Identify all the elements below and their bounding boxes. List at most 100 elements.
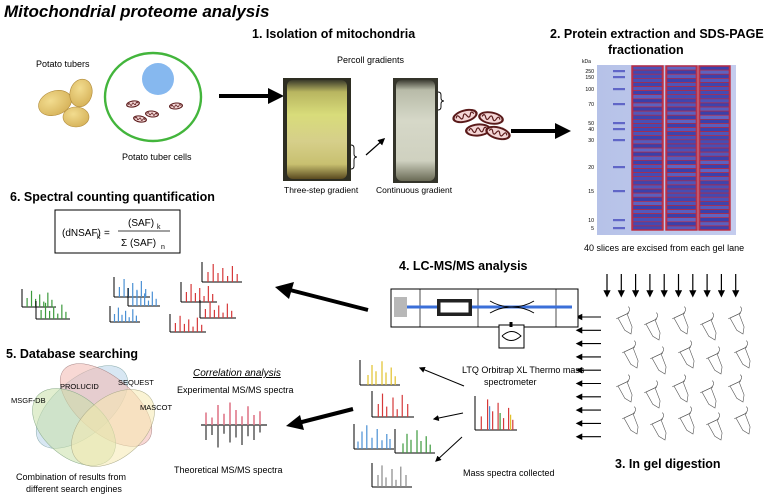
tube-cap (734, 406, 748, 420)
eppendorf-tube-icon (734, 340, 751, 369)
mito-cristae (488, 128, 508, 137)
tube-cap (700, 312, 714, 326)
gel-slice (699, 147, 730, 153)
tube-cap (650, 346, 664, 360)
ms-spectrum-main (474, 396, 517, 431)
arrow-to-quantification (289, 288, 369, 312)
mitochondrion-icon (478, 111, 504, 125)
venn-msgf: MSGF-DB (11, 396, 46, 405)
count-plot-red-4 (169, 314, 206, 333)
gel-slice (699, 188, 730, 194)
tube-cap (616, 306, 630, 320)
tube-cap (672, 374, 686, 388)
mito-cristae (481, 114, 501, 122)
gel-slice (632, 143, 663, 149)
mitochondrion-icon (465, 123, 491, 137)
tube-body (645, 319, 661, 341)
gel-slice (632, 139, 663, 145)
arrow-ms-3 (435, 436, 463, 462)
gel-slice (632, 82, 663, 87)
mitochondrion-icon (133, 115, 147, 123)
tube-cap (644, 380, 658, 394)
correlation-label: Correlation analysis (193, 368, 281, 379)
eppendorf-tube-icon (622, 406, 639, 435)
gel-slice (632, 213, 663, 219)
search-engine-venn (32, 363, 155, 467)
gel-slice (699, 184, 730, 190)
gel-slice (699, 106, 730, 112)
ladder-band (613, 103, 625, 106)
gel-slice (699, 98, 730, 104)
ms-spectrum-red (371, 391, 414, 418)
eppendorf-tube-icon (706, 346, 723, 375)
gel-slice (699, 196, 730, 202)
gel-slice (632, 114, 663, 120)
ladder-band (613, 190, 625, 193)
digest-left-arrows (575, 313, 601, 441)
gel-slice (666, 168, 697, 173)
eppendorf-tube-icon (734, 406, 751, 435)
gel-slice (666, 127, 697, 132)
gel-slice (699, 168, 730, 173)
gel-slice (632, 123, 663, 128)
gel-slice (666, 164, 697, 169)
eppendorf-tube-icon (706, 412, 723, 441)
gel-slice (699, 73, 730, 79)
gel-slice (666, 155, 697, 161)
tube-body (679, 413, 695, 435)
mass-spectra-collected (353, 360, 517, 488)
step-2-heading-line2: fractionation (608, 43, 684, 57)
count-plot-green-1 (21, 289, 56, 308)
gel-marker-label: 70 (588, 102, 594, 108)
gel-slice (632, 147, 663, 153)
gel-slice (666, 172, 697, 178)
gel-slice (699, 213, 730, 219)
gel-slice (666, 69, 697, 75)
eppendorf-tube-icon (650, 412, 667, 441)
slice-down-arrows (603, 274, 740, 298)
step-1-heading: 1. Isolation of mitochondria (252, 27, 416, 41)
mito-inner (146, 111, 158, 117)
ladder-band (613, 76, 625, 79)
eppendorf-tube-icon (700, 312, 717, 341)
count-plot-blue-3 (109, 306, 140, 323)
venn-mascot: MASCOT (140, 403, 173, 412)
mito-cristae (134, 116, 146, 121)
gel-marker-label: 20 (588, 165, 594, 171)
arrow-head-to-quantification (275, 282, 294, 299)
formula-lhs-sub: k (97, 234, 101, 241)
formula-equals: = (104, 228, 110, 239)
gel-slice (632, 131, 663, 137)
eppendorf-tube-icon (678, 340, 695, 369)
eppendorf-tube-icon (728, 374, 745, 403)
ms-spectrum-green (394, 429, 435, 454)
mitochondrion-icon (145, 110, 159, 118)
gel-slice (699, 78, 730, 83)
gel-marker-label: 10 (588, 218, 594, 224)
tube-cap (650, 412, 664, 426)
gel-slice (666, 131, 697, 137)
three-step-gradient-label: Three-step gradient (284, 185, 359, 195)
gel-slice (632, 106, 663, 112)
gel-slice (666, 78, 697, 83)
gel-slice (632, 205, 663, 210)
mito-cristae (146, 112, 158, 116)
gel-slice (699, 221, 730, 227)
gel-slice (632, 151, 663, 157)
ladder-band (613, 70, 625, 73)
continuous-gradient-label: Continuous gradient (376, 185, 453, 195)
count-plot-red-1 (201, 262, 242, 283)
tube-body (645, 387, 661, 409)
eppendorf-tube-icon (728, 306, 745, 335)
gel-slice (699, 176, 730, 182)
arrow-ms-2 (432, 412, 464, 421)
gel-marker-label: 100 (585, 87, 594, 93)
eppendorf-tube-icon (616, 306, 633, 335)
tube-cap (622, 406, 636, 420)
gel-slice (666, 90, 697, 95)
tube-body (651, 419, 667, 441)
venn-prolucid: PROLUCID (60, 382, 99, 391)
gel-slice (699, 135, 730, 141)
gel-slice (666, 188, 697, 194)
arrow-to-correlation (297, 407, 354, 425)
